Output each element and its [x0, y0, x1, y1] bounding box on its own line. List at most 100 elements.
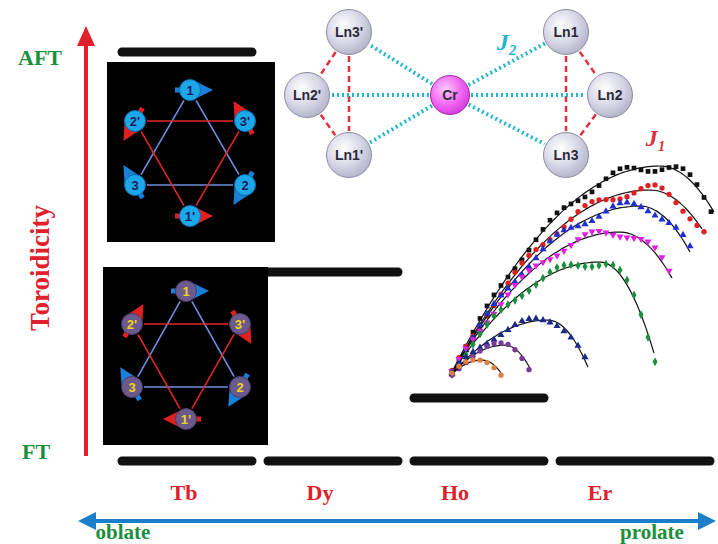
data-marker — [484, 320, 489, 329]
data-marker — [532, 264, 539, 270]
data-marker — [702, 195, 707, 200]
data-marker — [658, 215, 665, 221]
data-marker — [547, 268, 552, 277]
data-marker — [539, 316, 546, 322]
data-marker — [679, 231, 686, 237]
data-marker — [567, 224, 574, 230]
fit-curve — [450, 206, 690, 376]
ion-label: Dy — [307, 482, 334, 504]
data-marker — [484, 344, 489, 349]
data-marker — [595, 212, 602, 218]
node-label: Ln3' — [335, 25, 363, 39]
data-marker — [499, 283, 504, 288]
fit-curve — [450, 320, 588, 376]
triangle-side — [144, 386, 228, 388]
data-marker — [709, 209, 714, 214]
atom-circle: Ln2' — [284, 72, 330, 118]
data-marker — [602, 207, 609, 213]
data-marker — [589, 262, 594, 271]
node-label: Ln3 — [554, 148, 579, 162]
data-marker — [504, 326, 511, 332]
data-marker — [512, 270, 517, 275]
node-label: 1 — [186, 84, 193, 97]
data-marker — [588, 230, 595, 236]
data-marker — [583, 195, 588, 200]
data-marker — [637, 237, 644, 243]
fit-curve — [450, 262, 654, 376]
data-marker — [568, 217, 573, 222]
data-marker — [526, 286, 531, 295]
data-marker — [449, 370, 454, 379]
node-label: Cr — [442, 88, 458, 102]
data-marker — [560, 226, 567, 232]
data-marker — [645, 183, 650, 188]
node-label: 3 — [128, 381, 135, 394]
fit-curve — [450, 345, 531, 376]
data-marker — [687, 216, 692, 221]
data-marker — [485, 304, 490, 309]
data-marker — [653, 169, 658, 174]
data-marker — [532, 254, 539, 260]
data-marker — [581, 232, 588, 238]
data-marker — [574, 237, 581, 243]
data-marker — [616, 199, 623, 205]
data-marker — [562, 205, 567, 210]
data-marker — [639, 168, 644, 173]
data-marker — [630, 200, 637, 206]
data-marker — [567, 243, 574, 249]
ion-label: Tb — [171, 482, 198, 504]
data-marker — [596, 197, 601, 202]
spin-circle: 3 — [121, 376, 143, 398]
axis-line — [92, 519, 702, 523]
spin-circle: 2 — [234, 174, 256, 196]
data-marker — [519, 291, 524, 300]
triangle-side — [138, 301, 180, 376]
spin-arrows — [124, 90, 252, 419]
data-marker — [490, 300, 497, 306]
data-marker — [611, 170, 616, 175]
atom-circle: Ln1' — [326, 132, 372, 178]
data-marker — [631, 190, 636, 195]
data-marker — [582, 203, 587, 208]
fit-curve — [450, 190, 702, 376]
data-marker — [477, 358, 482, 363]
data-marker — [644, 240, 651, 246]
data-marker — [477, 330, 482, 339]
data-marker — [666, 192, 671, 197]
triangle-side — [144, 323, 228, 325]
data-marker — [672, 223, 679, 229]
spin-circle: 2 — [229, 376, 251, 398]
data-marker — [567, 333, 574, 339]
data-marker — [630, 236, 637, 242]
node-label: 1 — [182, 285, 189, 298]
data-marker — [449, 370, 454, 375]
exchange-path — [471, 93, 586, 97]
triangle-side — [138, 334, 180, 408]
axis-head — [77, 26, 95, 46]
data-marker — [511, 321, 518, 327]
spin-circle: 1 — [175, 280, 197, 302]
data-marker — [638, 310, 643, 319]
data-marker — [484, 360, 489, 365]
data-marker — [680, 208, 685, 213]
data-marker — [498, 373, 503, 378]
node-label: Ln2' — [293, 88, 321, 102]
axis-end-label: prolate — [620, 522, 684, 543]
inset-panel — [103, 267, 268, 445]
axis-title: Toroidicity — [27, 205, 54, 331]
data-marker — [632, 166, 637, 171]
level-bar — [414, 457, 544, 466]
axis-end-label: oblate — [96, 522, 151, 543]
data-marker — [673, 200, 678, 205]
exchange-path — [369, 45, 432, 84]
inset-panel — [107, 62, 275, 242]
data-marker — [582, 262, 587, 271]
node-label: 1' — [181, 413, 191, 426]
coupling-label: J₁ — [646, 126, 666, 150]
node-label: 3' — [240, 115, 250, 128]
data-marker — [532, 315, 539, 321]
level-bar — [268, 268, 398, 277]
data-marker — [506, 275, 511, 280]
triangle-side — [192, 301, 234, 376]
data-marker — [688, 172, 693, 177]
